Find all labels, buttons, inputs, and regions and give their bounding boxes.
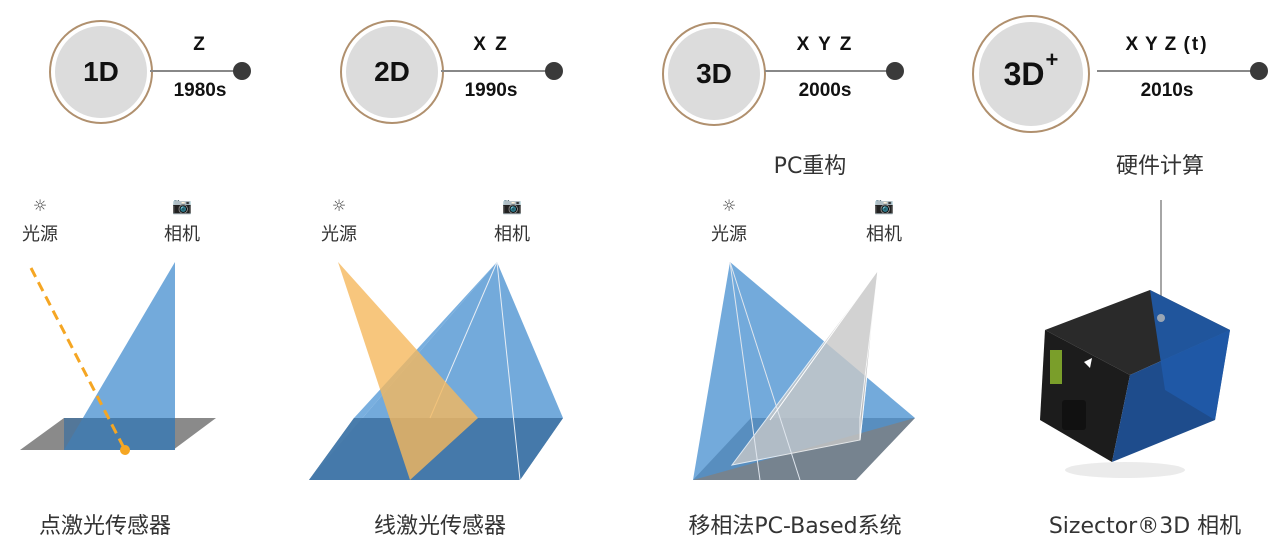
point-laser-diagram: [20, 262, 216, 455]
stage-dimensions: X Y Z: [796, 34, 854, 55]
stage-badge: 3D: [668, 28, 760, 120]
stage-badge: 3D+: [979, 22, 1083, 126]
camera-label: 相机: [866, 224, 902, 245]
stage-caption: 线激光传感器: [373, 514, 506, 539]
light-source-label: 光源: [321, 224, 357, 245]
camera-label: 相机: [164, 224, 200, 245]
camera-icon: 📷: [502, 196, 522, 215]
timeline-line: [150, 70, 240, 72]
stage-badge: 1D: [55, 26, 147, 118]
sun-icon: ☼: [331, 196, 347, 215]
phase-shift-diagram: [693, 261, 915, 481]
superscript: +: [1045, 47, 1059, 72]
stage-dimensions: X Z: [473, 34, 509, 55]
sun-icon: ☼: [32, 196, 48, 215]
timeline-dot: [886, 62, 904, 80]
timeline-line: [765, 70, 890, 72]
stage-year: 1980s: [173, 80, 227, 101]
camera-icon: 📷: [172, 196, 192, 215]
sizector-camera: [1040, 200, 1230, 478]
sun-icon: ☼: [721, 196, 737, 215]
stage-dimensions: X Y Z (t): [1125, 34, 1209, 55]
stage-caption: 移相法PC-Based系统: [688, 514, 902, 539]
stage-year: 2000s: [798, 80, 852, 101]
method-label: PC重构: [773, 154, 847, 179]
camera-label: 相机: [494, 224, 530, 245]
stage-year: 2010s: [1140, 80, 1194, 101]
light-source-label: 光源: [711, 224, 747, 245]
stage-year: 1990s: [464, 80, 518, 101]
timeline-dot: [233, 62, 251, 80]
stage-caption: Sizector®3D 相机: [1048, 514, 1242, 539]
line-laser-diagram: [309, 261, 563, 481]
timeline-line: [441, 70, 551, 72]
method-label: 硬件计算: [1115, 154, 1204, 179]
camera-icon: 📷: [874, 196, 894, 215]
timeline-line: [1097, 70, 1257, 72]
stage-badge: 2D: [346, 26, 438, 118]
timeline-dot: [1250, 62, 1268, 80]
stage-caption: 点激光传感器: [38, 514, 171, 539]
timeline-dot: [545, 62, 563, 80]
light-source-label: 光源: [22, 224, 58, 245]
stage-dimensions: Z: [193, 34, 207, 55]
